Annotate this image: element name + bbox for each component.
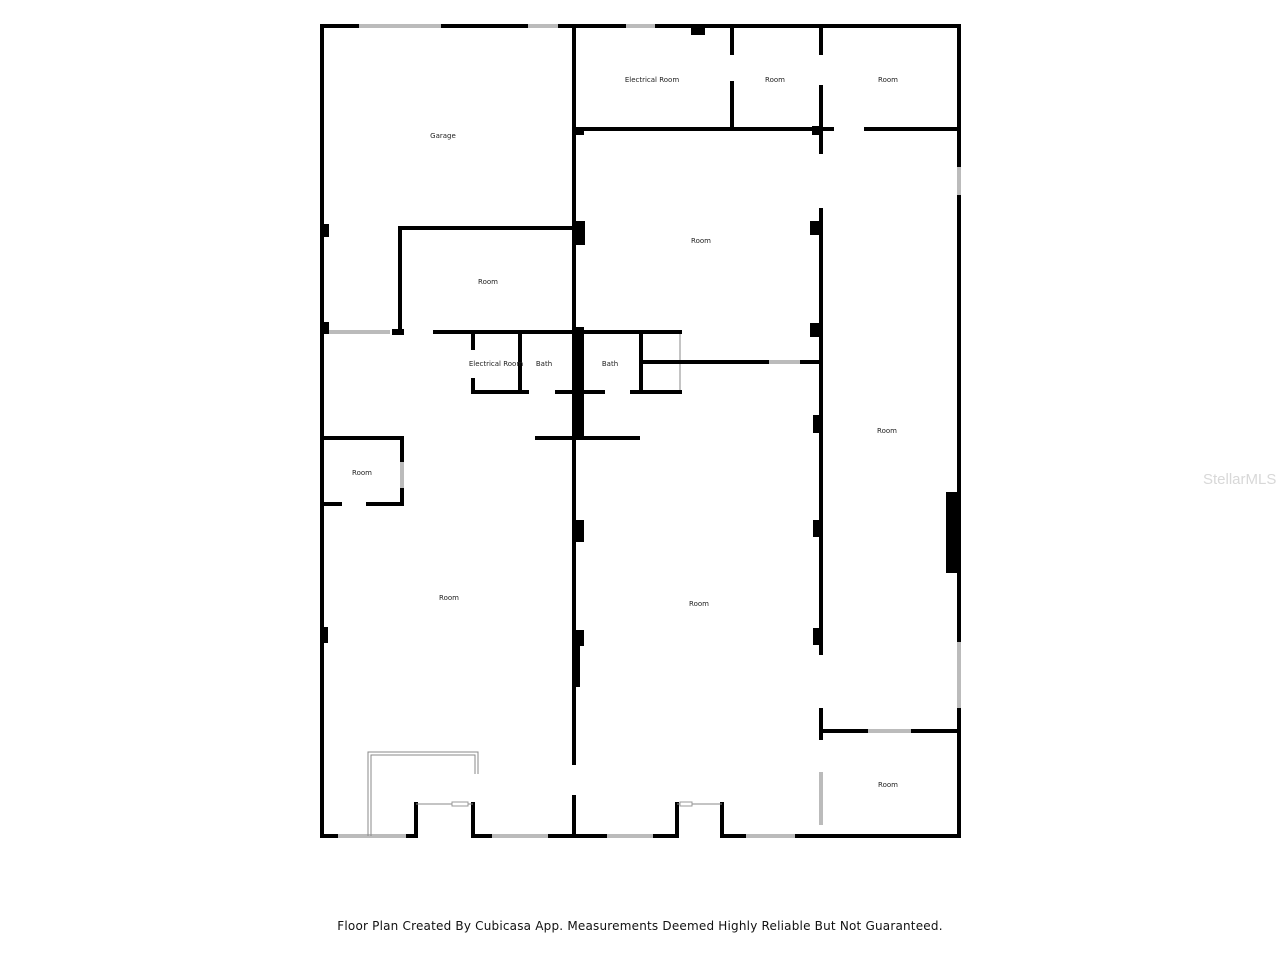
door-marker: [679, 801, 693, 807]
counter: [367, 751, 479, 836]
column: [810, 221, 820, 235]
column: [810, 323, 820, 337]
wall-electrical-room-small: [471, 330, 576, 394]
room-labels: Garage Electrical Room Room Room Room Ro…: [352, 76, 898, 789]
column: [813, 628, 821, 645]
column: [572, 520, 584, 542]
column: [572, 221, 585, 245]
room-label-garage: Garage: [430, 132, 456, 140]
room-label: Room: [878, 781, 898, 789]
wall-small-room: [320, 436, 404, 506]
room-label: Room: [439, 594, 459, 602]
column: [322, 322, 329, 334]
column: [812, 126, 822, 135]
wall-inner-room: [398, 226, 576, 334]
column: [691, 26, 705, 35]
column: [946, 492, 959, 573]
entry-bump-right: [675, 802, 724, 838]
room-label-electrical-room: Electrical Room: [469, 360, 524, 368]
room-label: Room: [765, 76, 785, 84]
room-label-electrical-room: Electrical Room: [625, 76, 680, 84]
room-label-bath: Bath: [536, 360, 552, 368]
room-label: Room: [478, 278, 498, 286]
column: [813, 520, 821, 537]
room-label: Room: [691, 237, 711, 245]
footer-disclaimer: Floor Plan Created By Cubicasa App. Meas…: [337, 919, 943, 933]
column: [322, 224, 329, 237]
watermark: StellarMLS: [1203, 471, 1277, 488]
door-marker: [451, 801, 469, 807]
room-label: Room: [878, 76, 898, 84]
column: [572, 645, 580, 687]
room-label: Room: [352, 469, 372, 477]
room-label: Room: [689, 600, 709, 608]
room-label-bath: Bath: [602, 360, 618, 368]
column: [574, 127, 584, 135]
column: [572, 327, 584, 437]
column: [813, 415, 821, 433]
walls: [320, 24, 961, 838]
room-label: Room: [877, 427, 897, 435]
column: [322, 627, 328, 643]
column: [392, 329, 404, 335]
column: [572, 630, 584, 646]
entry-bump-left: [414, 802, 475, 838]
